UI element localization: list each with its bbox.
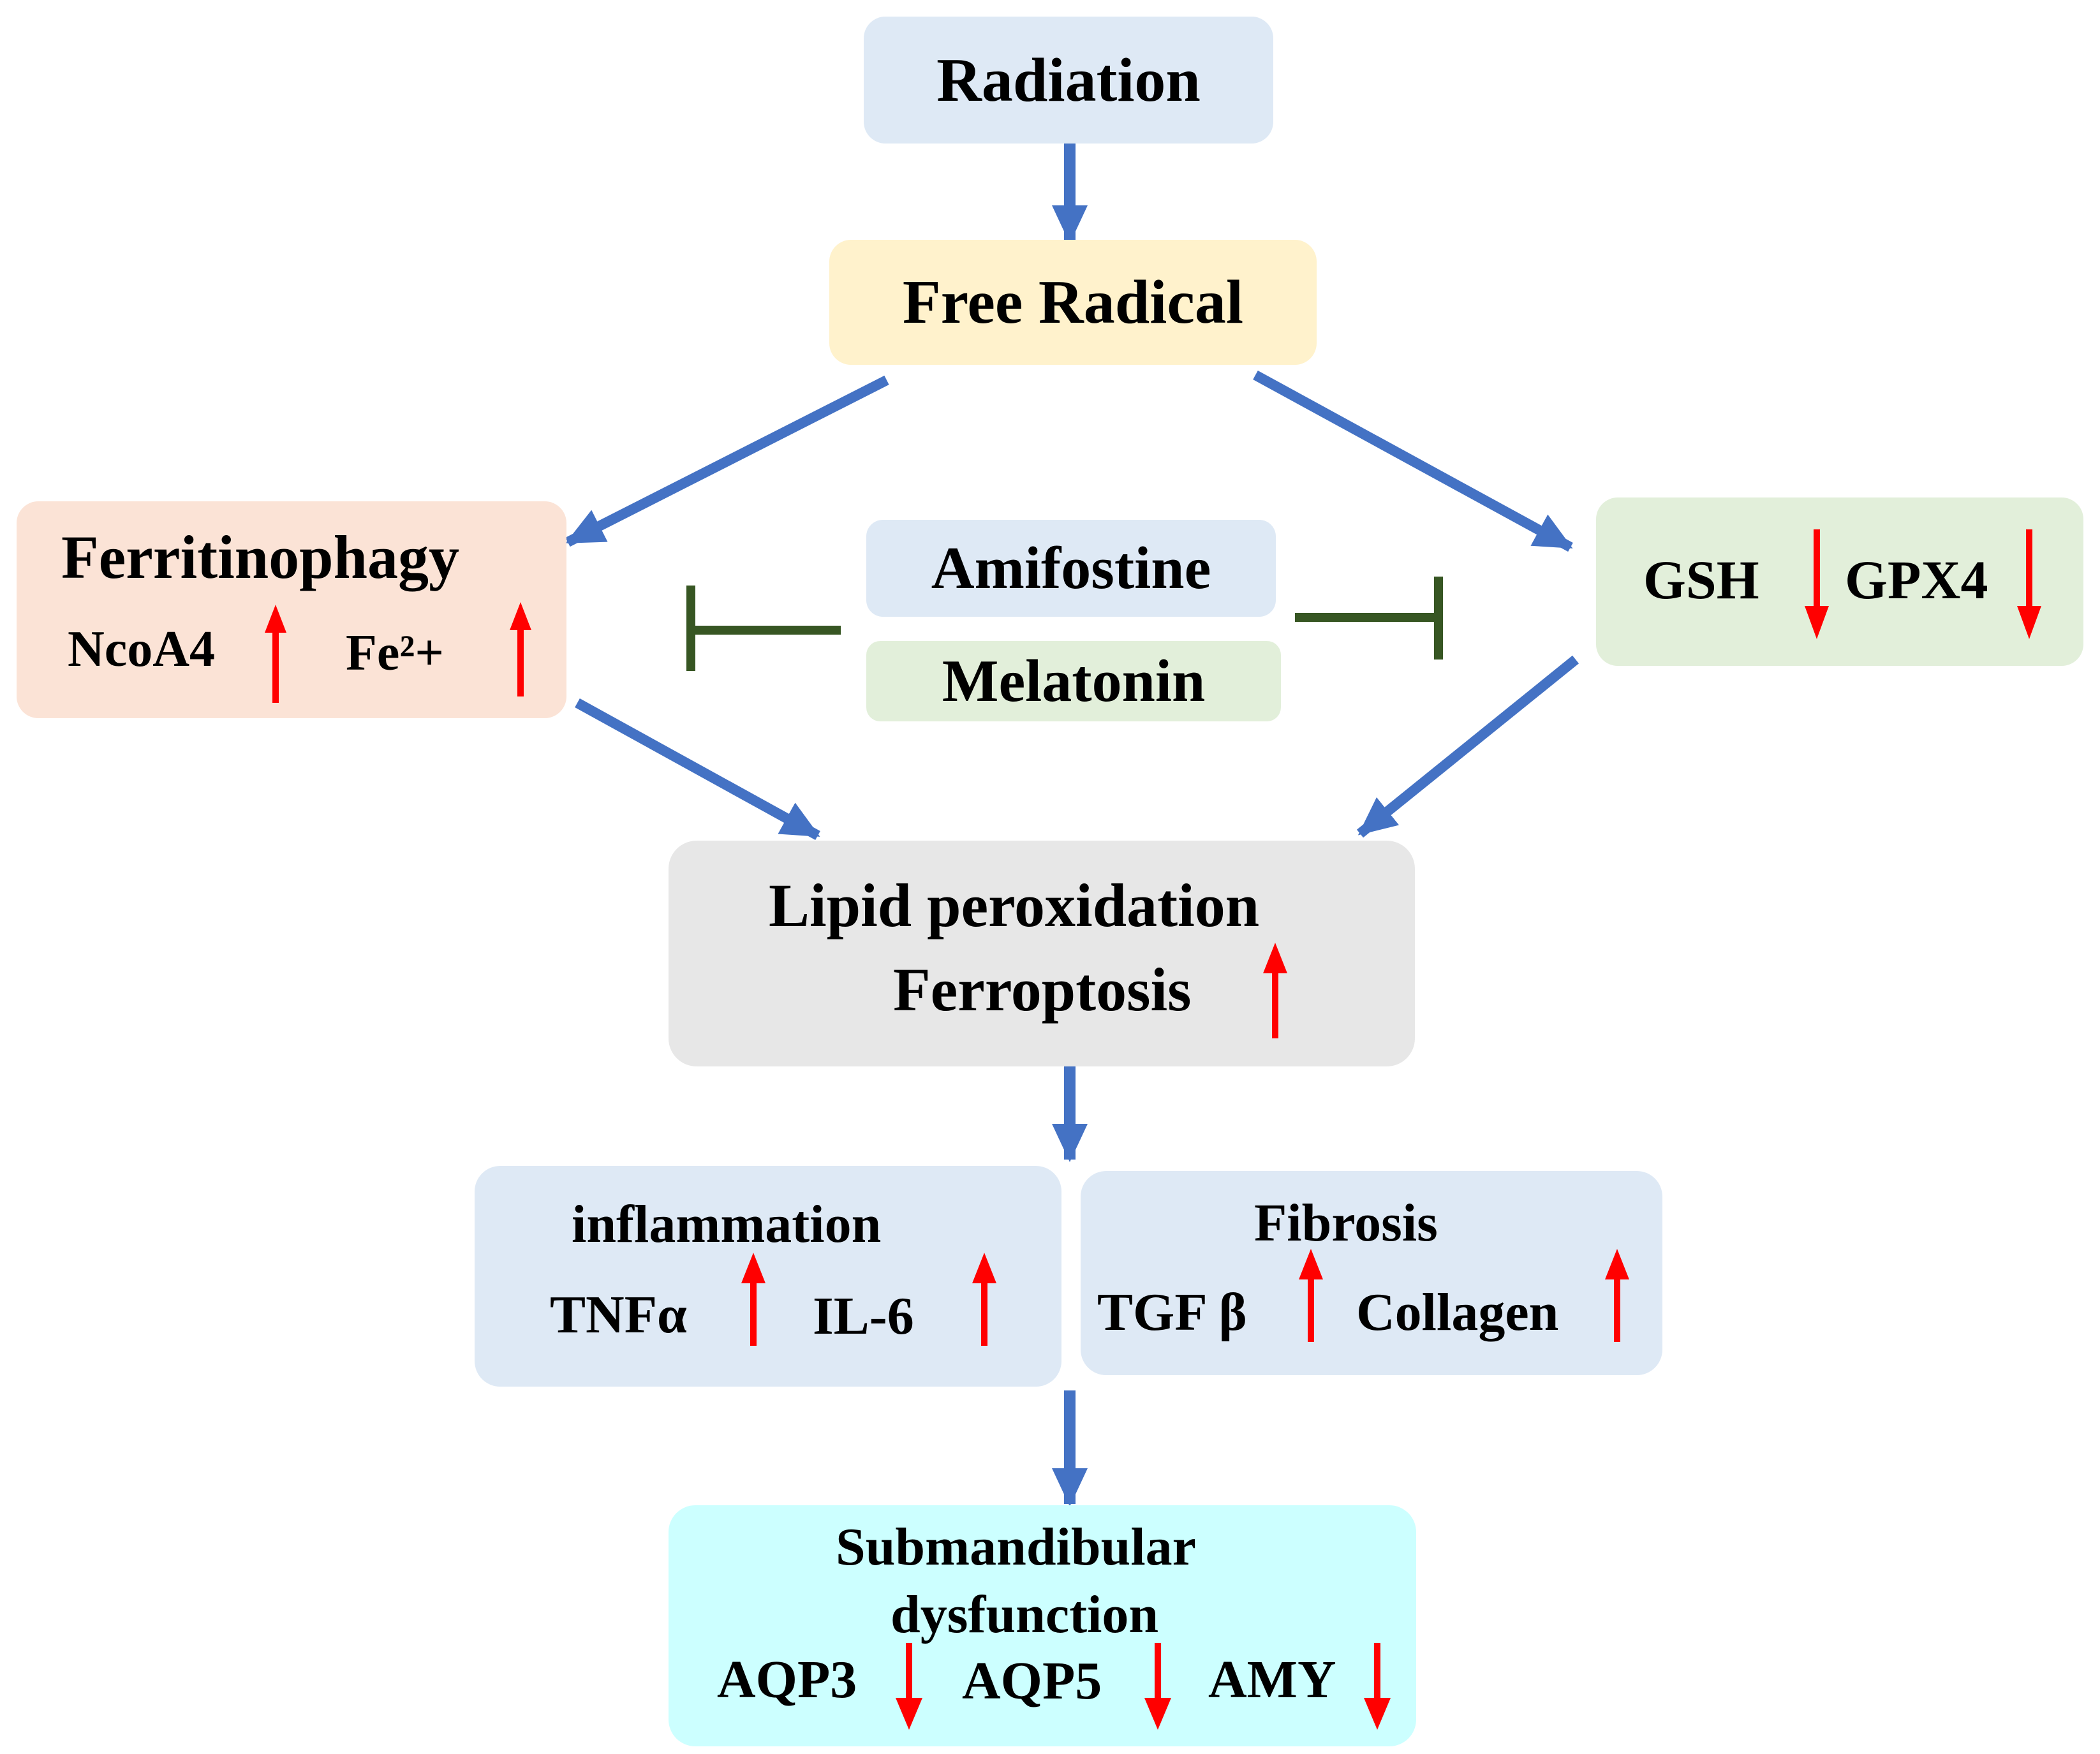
fe2-up-arrow-icon	[510, 602, 531, 696]
gsh-down-arrow-icon	[1805, 529, 1829, 639]
arrow-ferritinophagy-to-lipid	[575, 698, 820, 841]
gpx4-label: GPX4	[1845, 549, 1988, 610]
fe2-label: Fe²+	[346, 625, 444, 681]
ferroptosis-label: Ferroptosis	[893, 955, 1192, 1024]
il6-up-arrow-icon	[972, 1253, 996, 1346]
arrow-free-radical-to-gsh	[1253, 370, 1573, 552]
free-radical-label: Free Radical	[902, 268, 1244, 337]
lipid-ferroptosis-node: Lipid peroxidation Ferroptosis	[669, 841, 1415, 1066]
inhibit-left	[686, 586, 841, 671]
inflammation-label: inflammation	[572, 1195, 882, 1254]
ncoa4-up-arrow-icon	[265, 605, 286, 703]
gsh-label: GSH	[1643, 549, 1759, 610]
tnfa-up-arrow-icon	[741, 1253, 765, 1346]
tnfa-label: TNFα	[550, 1285, 687, 1345]
radiation-node: Radiation	[864, 17, 1273, 144]
ferritinophagy-label: Ferritinophagy	[61, 523, 459, 591]
ncoa4-label: NcoA4	[68, 621, 216, 677]
melatonin-node: Melatonin	[866, 641, 1281, 721]
gpx4-down-arrow-icon	[2017, 529, 2041, 639]
fibrosis-label: Fibrosis	[1254, 1193, 1438, 1253]
ferritinophagy-node: Ferritinophagy NcoA4 Fe²+	[17, 501, 566, 718]
radiation-label: Radiation	[936, 45, 1201, 115]
submandibular-label: Submandibular	[836, 1517, 1196, 1577]
submandibular-node: Submandibular dysfunction AQP3 AQP5 AMY	[669, 1505, 1416, 1746]
inhibit-right	[1295, 577, 1443, 660]
aqp5-down-arrow-icon	[1144, 1643, 1171, 1730]
il6-label: IL-6	[813, 1286, 914, 1346]
free-radical-node: Free Radical	[829, 240, 1317, 365]
melatonin-label: Melatonin	[942, 648, 1206, 714]
amifostine-node: Amifostine	[866, 520, 1276, 617]
gsh-gpx4-node: GSH GPX4	[1596, 497, 2083, 666]
inflammation-node: inflammation TNFα IL-6	[475, 1166, 1061, 1387]
fibrosis-node: Fibrosis TGF β Collagen	[1081, 1171, 1662, 1375]
amy-label: AMY	[1208, 1650, 1336, 1709]
arrow-gsh-to-lipid	[1356, 655, 1579, 838]
collagen-up-arrow-icon	[1605, 1249, 1629, 1342]
amy-down-arrow-icon	[1364, 1643, 1391, 1730]
aqp5-label: AQP5	[962, 1651, 1102, 1711]
aqp3-label: AQP3	[717, 1650, 857, 1709]
lipid-peroxidation-label: Lipid peroxidation	[769, 871, 1260, 940]
aqp3-down-arrow-icon	[896, 1643, 922, 1730]
ferroptosis-up-arrow-icon	[1263, 943, 1287, 1038]
tgfb-label: TGF β	[1097, 1283, 1247, 1342]
dysfunction-label: dysfunction	[891, 1585, 1159, 1644]
amifostine-label: Amifostine	[931, 535, 1211, 601]
collagen-label: Collagen	[1356, 1283, 1559, 1342]
arrow-free-radical-to-ferritinophagy	[565, 375, 889, 547]
tgfb-up-arrow-icon	[1299, 1249, 1323, 1342]
